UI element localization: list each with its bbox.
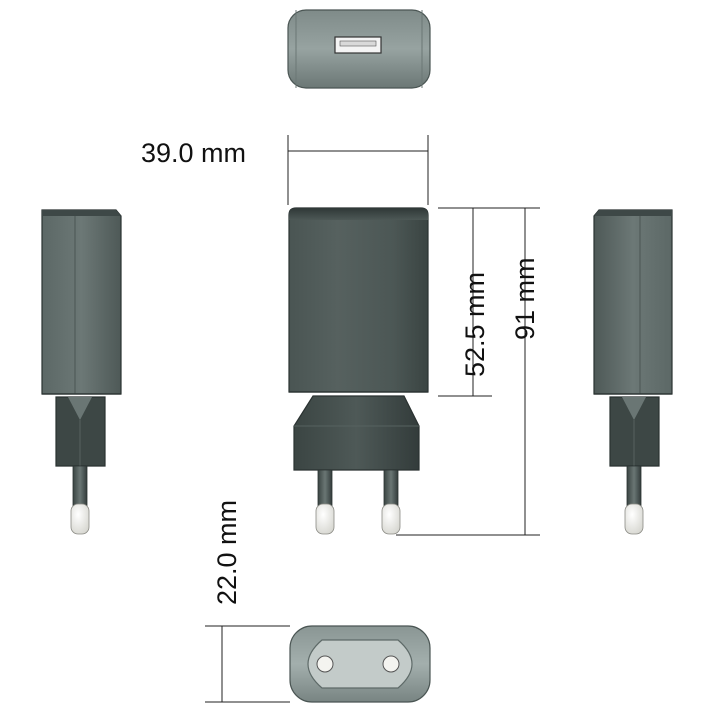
depth-dimension: 22.0 mm [205, 500, 290, 703]
front-view [288, 207, 429, 535]
depth-dimension-label: 22.0 mm [212, 500, 242, 605]
width-dimension: 39.0 mm [141, 135, 429, 205]
body-height-dimension-label: 52.5 mm [460, 272, 490, 377]
top-view [287, 9, 431, 89]
bottom-view [289, 625, 431, 703]
pin-left [315, 469, 335, 535]
pin-right [381, 469, 401, 535]
pin-hole-left [316, 655, 334, 673]
left-side-view [41, 209, 122, 535]
total-height-dimension: 91 mm [396, 208, 540, 536]
usb-port-icon [334, 36, 382, 54]
pin-hole-right [382, 655, 400, 673]
total-height-dimension-label: 91 mm [510, 257, 540, 340]
body-height-dimension: 52.5 mm [438, 207, 540, 397]
right-side-view [593, 209, 673, 535]
width-dimension-label: 39.0 mm [141, 138, 246, 168]
